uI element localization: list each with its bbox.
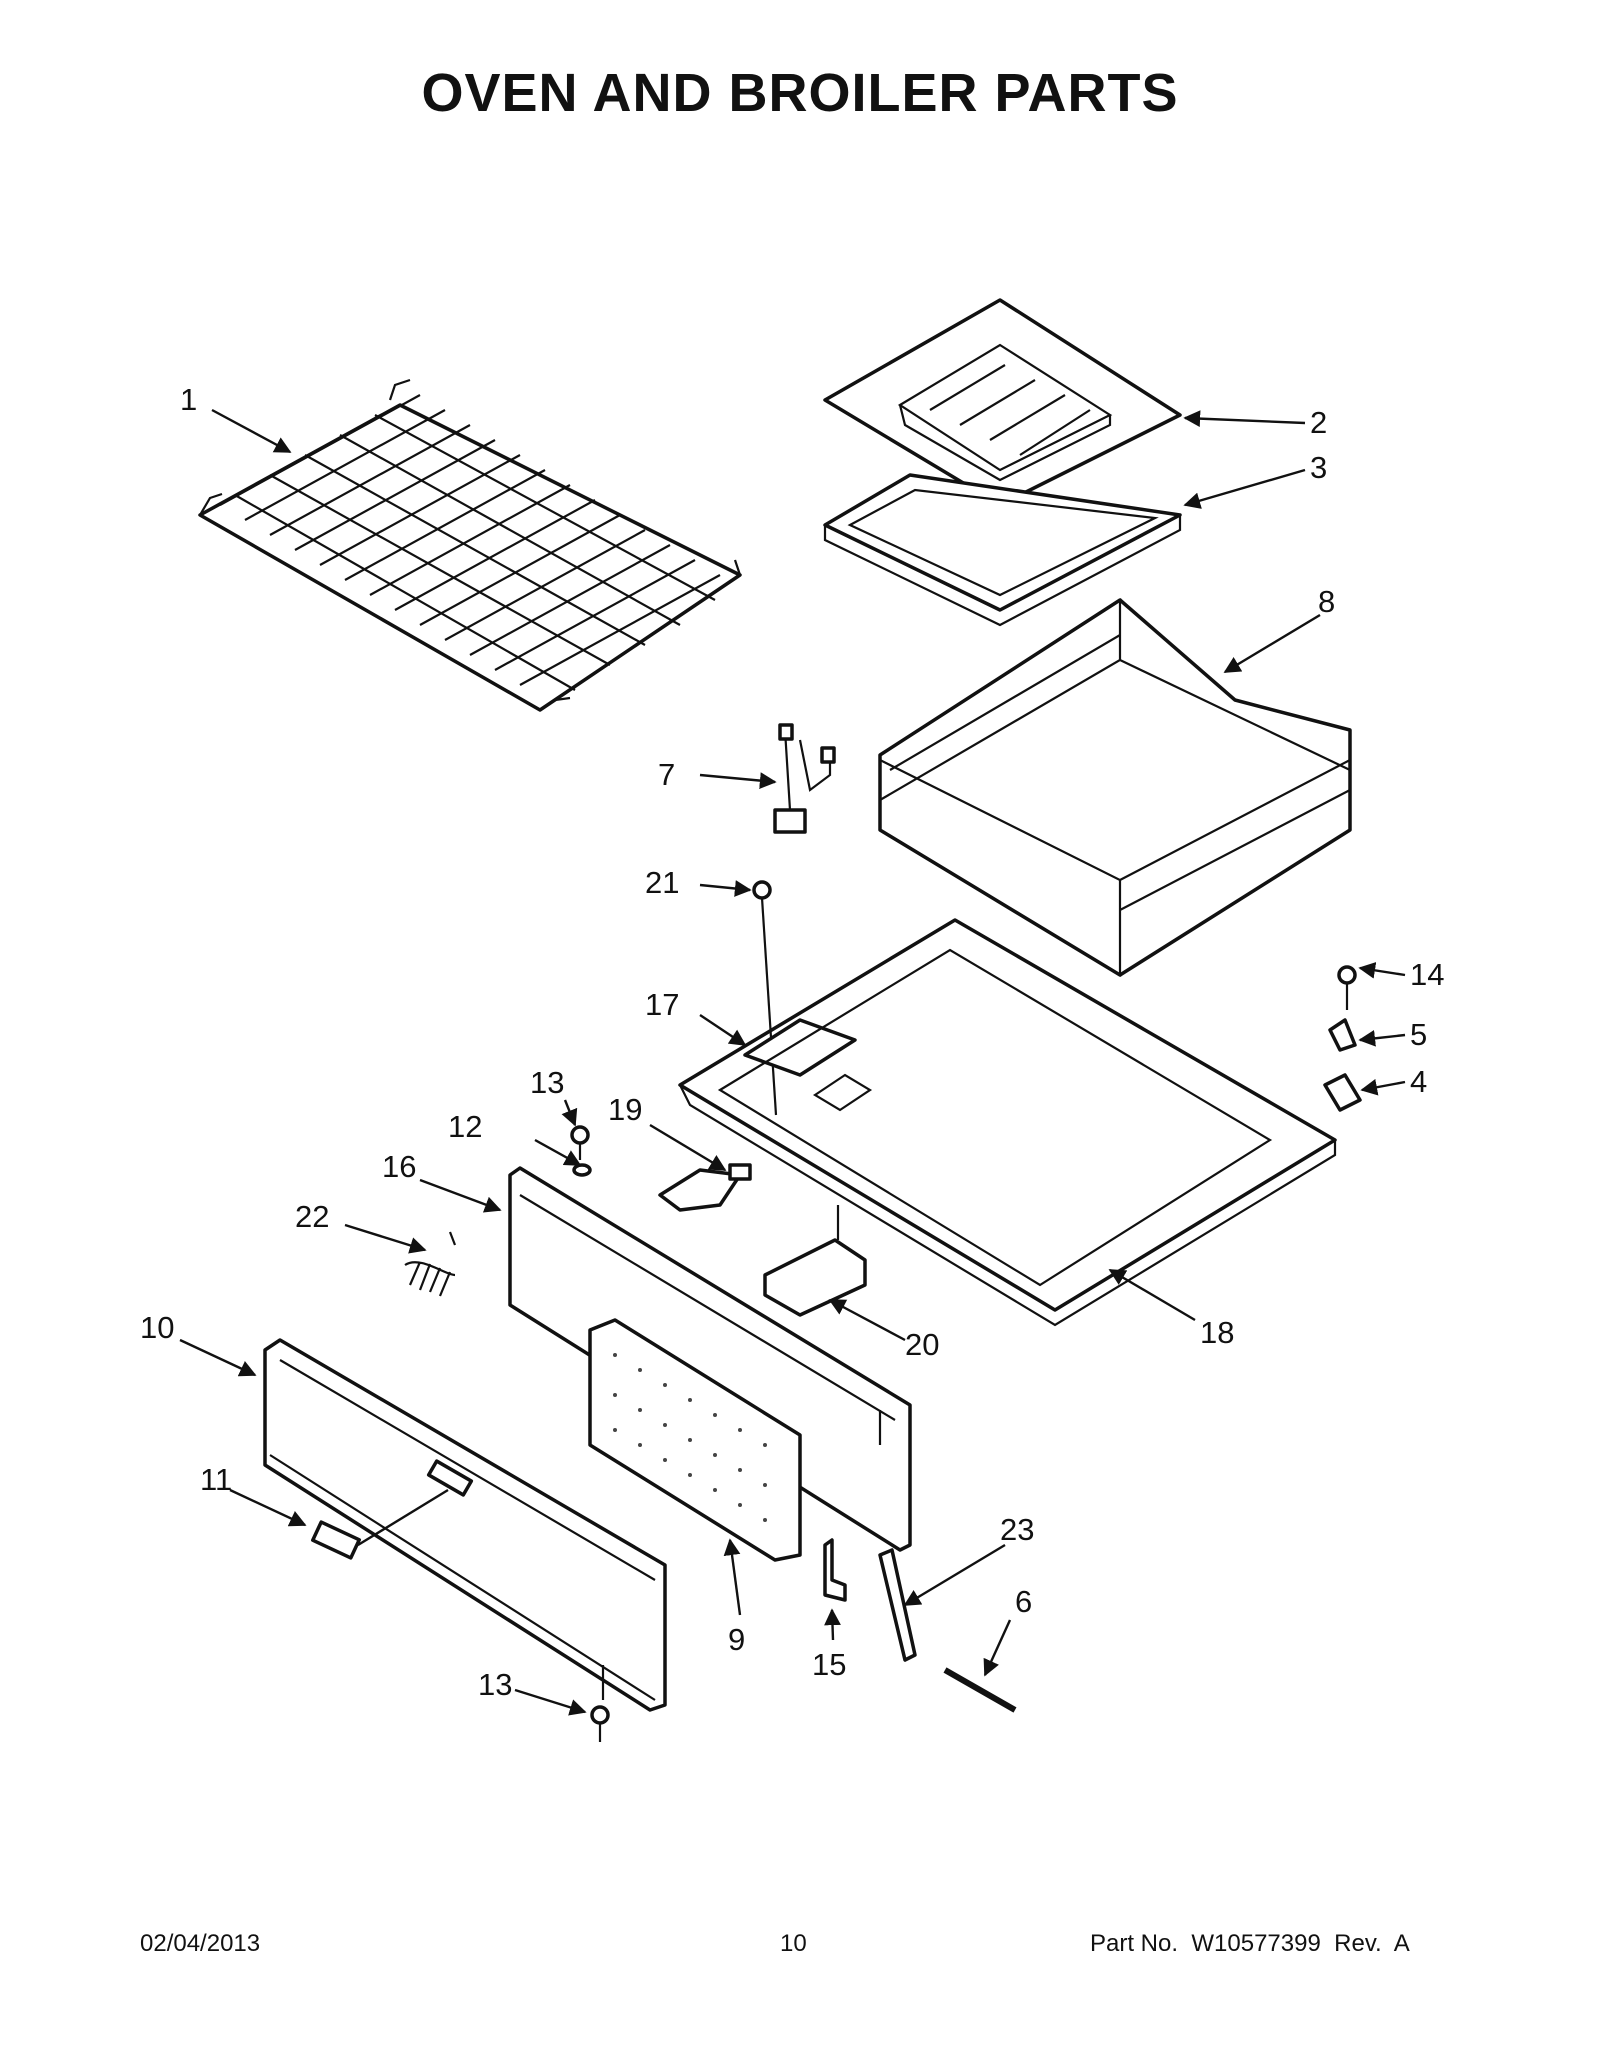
bracket-part-5 [1328,1018,1357,1052]
callout-labels: 1 2 3 8 7 21 17 14 5 4 13 19 12 16 22 10… [140,382,1444,1702]
spring-part [404,1231,457,1297]
callout-19: 19 [608,1092,642,1127]
callout-3: 3 [1310,450,1327,485]
callout-1: 1 [180,382,197,417]
callout-20: 20 [905,1327,939,1362]
callout-23: 23 [1000,1512,1034,1547]
callout-8: 8 [1318,584,1335,619]
callout-13-bottom: 13 [478,1667,512,1702]
footer-date: 02/04/2013 [140,1930,261,1957]
page-title: OVEN AND BROILER PARTS [421,63,1179,123]
callout-13-top: 13 [530,1065,564,1100]
hinge-arm-part [878,1548,917,1662]
callout-12: 12 [448,1109,482,1144]
cover-plate-part [743,1018,857,1077]
switch-bracket-part [658,1163,752,1212]
callout-22: 22 [295,1199,329,1234]
broiler-pan-part [823,473,1182,627]
callout-15: 15 [812,1647,846,1682]
callout-11: 11 [200,1462,232,1497]
hinge-pin-part [943,1667,1017,1713]
callout-18: 18 [1200,1315,1234,1350]
callout-6: 6 [1015,1584,1032,1619]
insulation-part [588,1318,802,1562]
oven-rack-part [198,378,742,712]
screw-part-13-top [570,1125,590,1160]
callout-9: 9 [728,1622,745,1657]
callout-10: 10 [140,1310,174,1345]
leader-lines [179,408,1406,1716]
callout-14: 14 [1410,957,1444,992]
washer-part [572,1163,592,1177]
callout-7: 7 [658,757,675,792]
callout-2: 2 [1310,405,1327,440]
wiring-harness-part [773,723,836,834]
screw-part-13-bottom [590,1665,610,1742]
callout-21: 21 [645,865,679,900]
screw-part-21 [752,880,778,1116]
drawer-front-panel-part [263,1338,667,1712]
callout-4: 4 [1410,1064,1427,1099]
bracket-part-4 [1323,1073,1362,1112]
inner-door-panel-part [508,1166,912,1552]
broiler-pan-grid-part [823,298,1182,507]
handle-insert-part [310,1520,362,1560]
screw-part-14 [1337,965,1357,1010]
switch-part [763,1205,867,1317]
callout-5: 5 [1410,1017,1427,1052]
hinge-part-15 [823,1538,847,1602]
callout-17: 17 [645,987,679,1022]
oven-bottom-panel-part [678,918,1337,1327]
broiler-drawer-part [878,597,1352,977]
callout-16: 16 [382,1149,416,1184]
footer-part-number: Part No. W10577399 Rev. A [1090,1930,1410,1957]
footer-page-number: 10 [780,1930,807,1957]
